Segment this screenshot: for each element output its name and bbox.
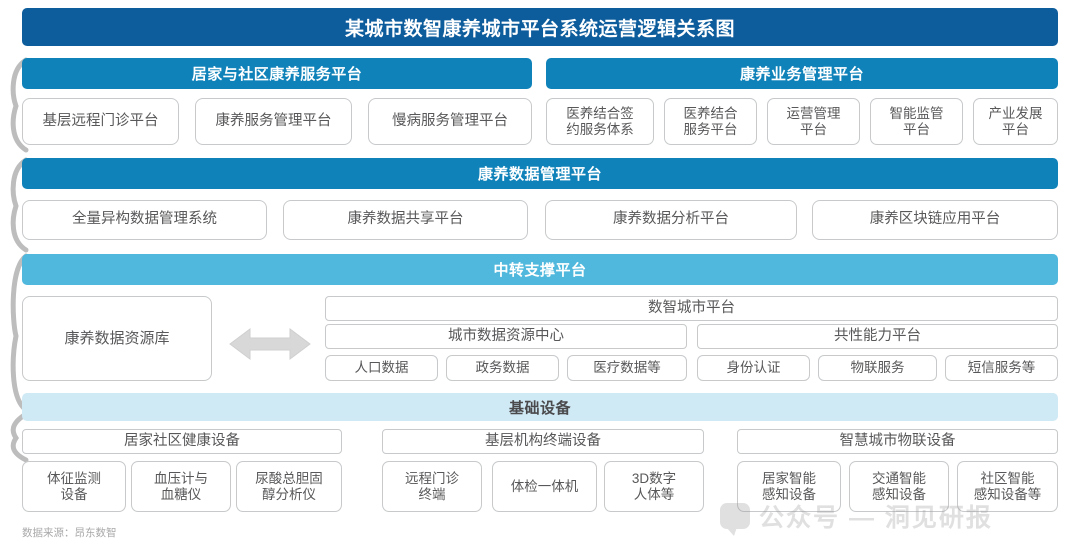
card-infra-group-header-0[interactable]: 居家社区健康设备 <box>22 429 342 454</box>
card-city-data-center-header[interactable]: 城市数据资源中心 <box>325 324 687 349</box>
card-city-data-item-1[interactable]: 政务数据 <box>446 355 559 381</box>
section-header-business-mgmt: 康养业务管理平台 <box>546 58 1058 89</box>
card-home-community-2[interactable]: 慢病服务管理平台 <box>368 98 532 145</box>
card-infra-2-item-2[interactable]: 社区智能感知设备等 <box>957 461 1058 512</box>
card-business-mgmt-4[interactable]: 产业发展平台 <box>973 98 1058 145</box>
card-data-mgmt-2[interactable]: 康养数据分析平台 <box>545 200 797 240</box>
section-header-infrastructure: 基础设备 <box>22 393 1058 421</box>
card-business-mgmt-1[interactable]: 医养结合服务平台 <box>664 98 757 145</box>
page-title: 某城市数智康养城市平台系统运营逻辑关系图 <box>22 8 1058 46</box>
card-common-capability-header[interactable]: 共性能力平台 <box>697 324 1058 349</box>
source-note: 数据来源：昂东数智 <box>22 527 117 539</box>
card-home-community-0[interactable]: 基层远程门诊平台 <box>22 98 179 145</box>
card-business-mgmt-3[interactable]: 智能监管平台 <box>870 98 963 145</box>
card-home-community-1[interactable]: 康养服务管理平台 <box>195 98 352 145</box>
card-infra-0-item-0[interactable]: 体征监测设备 <box>22 461 126 512</box>
card-infra-group-header-1[interactable]: 基层机构终端设备 <box>382 429 704 454</box>
card-business-mgmt-2[interactable]: 运营管理平台 <box>767 98 860 145</box>
card-infra-0-item-2[interactable]: 尿酸总胆固醇分析仪 <box>236 461 342 512</box>
section-header-data-mgmt: 康养数据管理平台 <box>22 158 1058 189</box>
card-infra-2-item-0[interactable]: 居家智能感知设备 <box>737 461 841 512</box>
card-infra-1-item-1[interactable]: 体检一体机 <box>492 461 597 512</box>
card-data-mgmt-1[interactable]: 康养数据共享平台 <box>283 200 528 240</box>
card-data-mgmt-0[interactable]: 全量异构数据管理系统 <box>22 200 267 240</box>
card-infra-0-item-1[interactable]: 血压计与血糖仪 <box>131 461 231 512</box>
double-arrow-icon <box>229 328 311 360</box>
card-business-mgmt-0[interactable]: 医养结合签约服务体系 <box>546 98 654 145</box>
card-data-mgmt-3[interactable]: 康养区块链应用平台 <box>812 200 1058 240</box>
card-infra-1-item-2[interactable]: 3D数字人体等 <box>604 461 704 512</box>
card-common-cap-item-2[interactable]: 短信服务等 <box>945 355 1058 381</box>
card-smart-city-header[interactable]: 数智城市平台 <box>325 296 1058 321</box>
section-header-home-community: 居家与社区康养服务平台 <box>22 58 532 89</box>
card-city-data-item-0[interactable]: 人口数据 <box>325 355 438 381</box>
card-infra-2-item-1[interactable]: 交通智能感知设备 <box>849 461 949 512</box>
section-header-transfer: 中转支撑平台 <box>22 254 1058 285</box>
card-common-cap-item-0[interactable]: 身份认证 <box>697 355 810 381</box>
card-city-data-item-2[interactable]: 医疗数据等 <box>567 355 687 381</box>
card-common-cap-item-1[interactable]: 物联服务 <box>818 355 937 381</box>
card-infra-group-header-2[interactable]: 智慧城市物联设备 <box>737 429 1058 454</box>
card-health-data-repository[interactable]: 康养数据资源库 <box>22 296 212 381</box>
card-infra-1-item-0[interactable]: 远程门诊终端 <box>382 461 482 512</box>
